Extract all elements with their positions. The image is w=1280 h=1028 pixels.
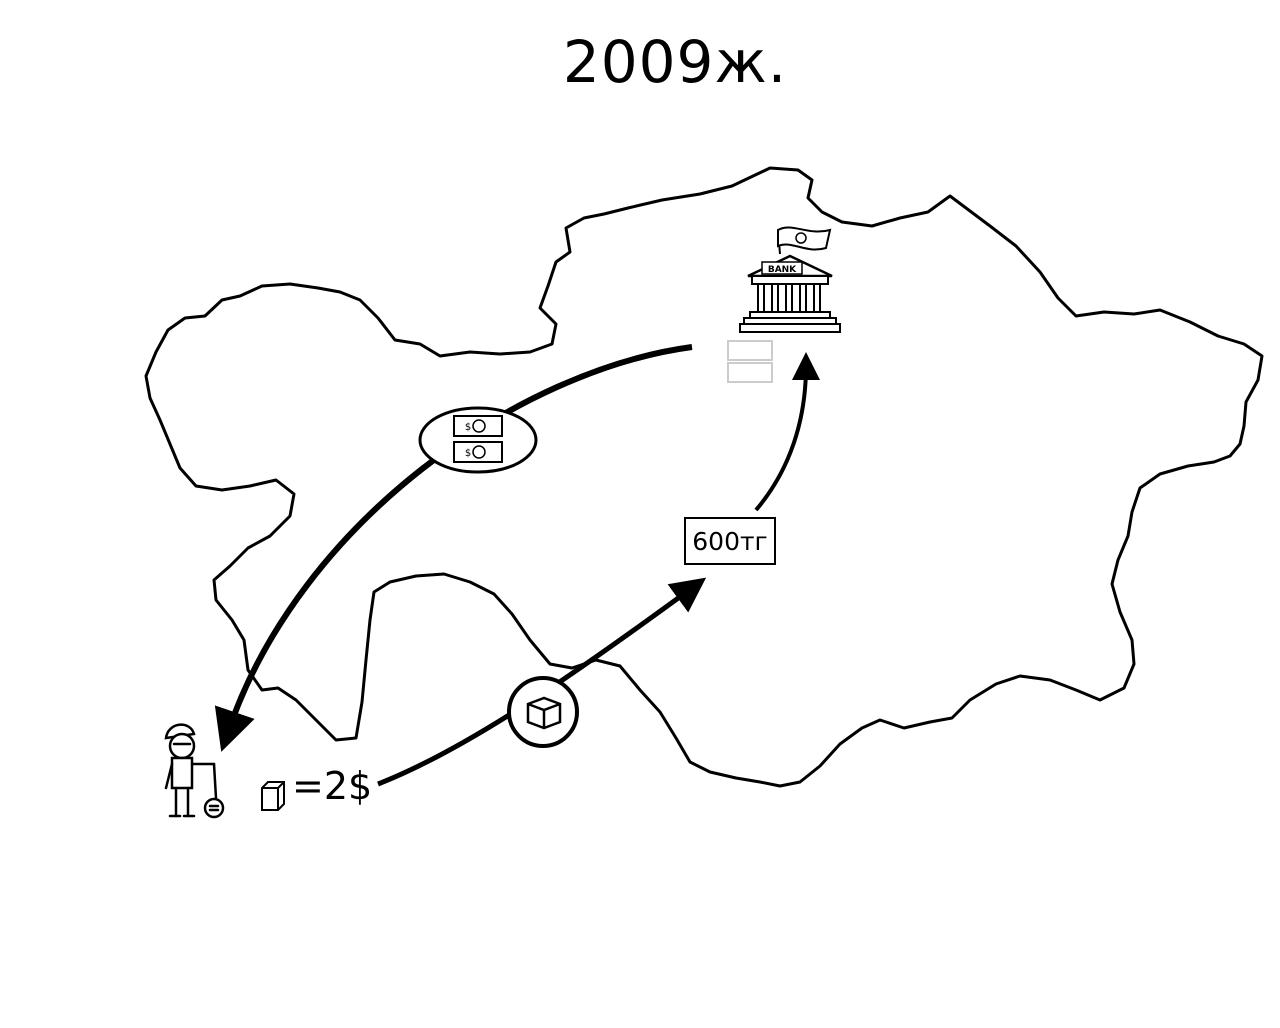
price-label: 600тг <box>692 526 768 556</box>
deposit-box-bottom <box>727 362 773 383</box>
exchange-label: =2$ <box>292 764 373 808</box>
money-flow-arrow <box>214 344 693 752</box>
bank-building-icon: BANK <box>739 254 841 333</box>
page-title: 2009ж. <box>562 28 788 96</box>
banknote-symbol-top: $ <box>465 422 471 433</box>
worker-figure-icon <box>164 723 225 819</box>
payment-flow-arrow <box>754 352 820 512</box>
flag-icon <box>777 226 832 255</box>
banknote-symbol-bottom: $ <box>465 448 471 459</box>
bank-sign: BANK <box>768 265 797 275</box>
small-cube-icon <box>261 781 285 811</box>
dollar-banknotes-icon: $ $ <box>418 406 538 474</box>
deposit-box-top <box>727 340 773 361</box>
price-box: 600тг <box>684 517 776 565</box>
cube-product-icon <box>507 676 579 748</box>
country-outline <box>144 166 1264 788</box>
